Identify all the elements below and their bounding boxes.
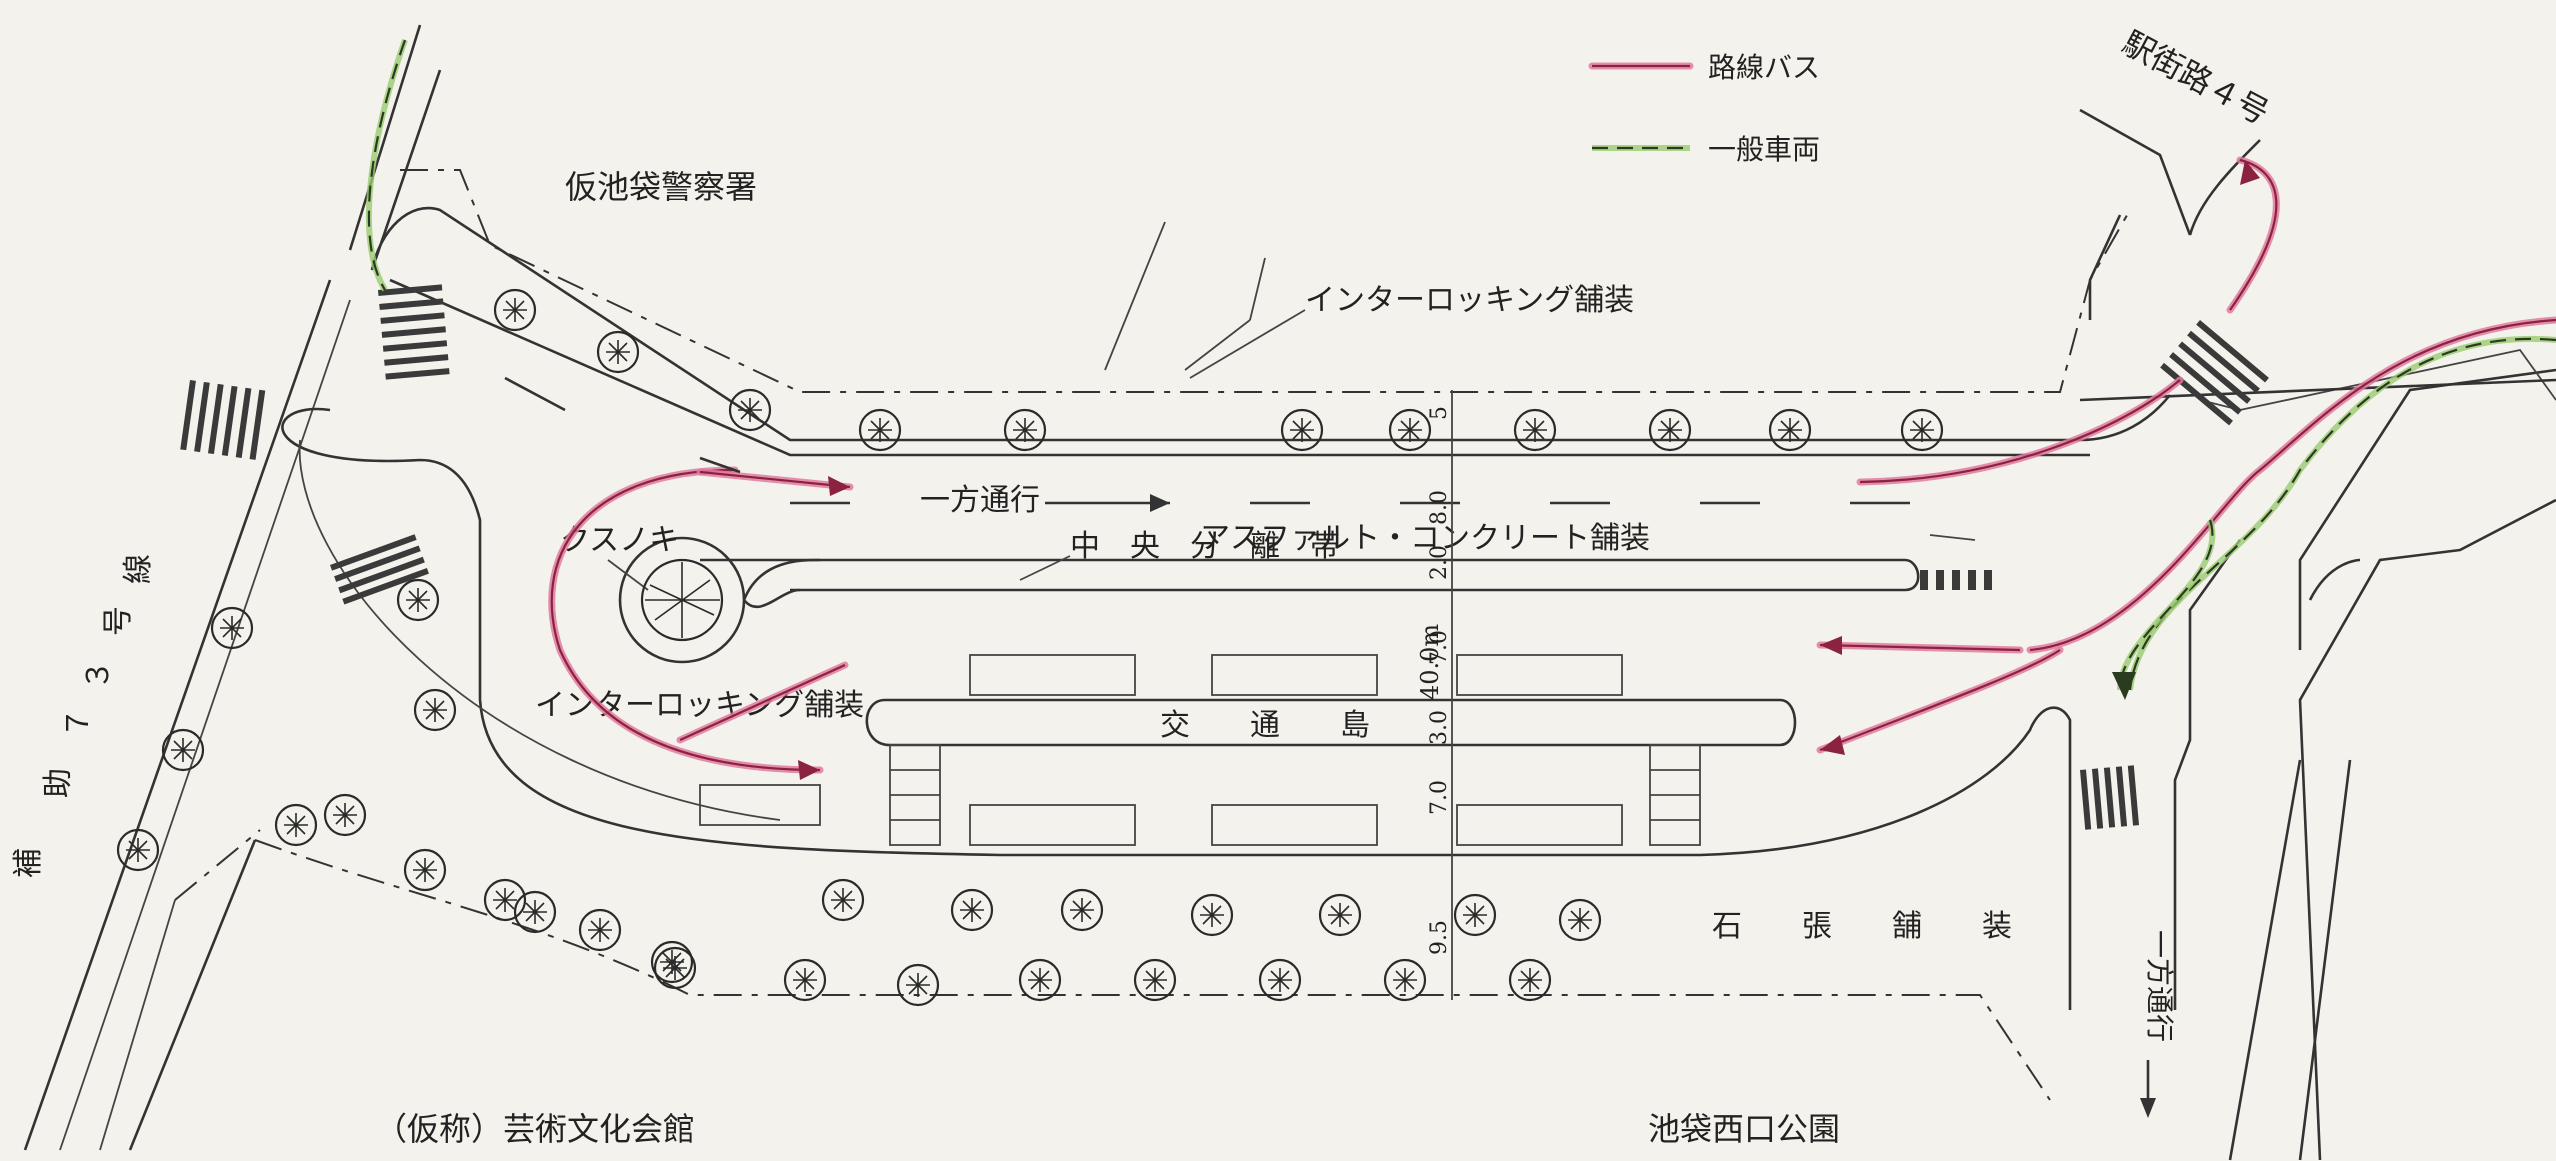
dim-4: 7.0 — [1427, 630, 1452, 665]
tree-icon — [1900, 408, 1944, 452]
stone-paving-label: 石 張 舗 装 — [1712, 909, 2012, 944]
tree-icon — [210, 606, 254, 650]
general-vehicle-lines — [365, 39, 2556, 691]
tree-icon — [1280, 408, 1324, 452]
tree-icon — [396, 578, 440, 622]
route73-char-2: 助 — [41, 768, 76, 798]
tree-icon — [728, 388, 772, 432]
crosswalks — [180, 284, 2269, 830]
kusunoki-planter — [618, 536, 821, 664]
plaza-curbs — [254, 108, 2556, 1161]
tree-icon — [896, 963, 940, 1007]
bus-route-lines — [548, 156, 2556, 774]
oneway-main-label: 一方通行 — [920, 483, 1040, 518]
tree-icon — [596, 330, 640, 374]
route73-char-5: 号 — [101, 606, 136, 636]
dim-2: 8.0 — [1427, 490, 1452, 525]
tree-icon — [1513, 408, 1557, 452]
median-label: 中 央 分 離 帯 — [1070, 529, 1340, 564]
tree-icon — [650, 940, 694, 984]
route73-label: 補 助 ７ ３ 号 線 — [11, 554, 156, 878]
general-vehicle-arrowhead — [2112, 672, 2136, 700]
tree-icon — [783, 958, 827, 1002]
tree-icon — [493, 288, 537, 332]
interlocking-top-leader — [1104, 221, 1306, 379]
dim-7: 9.5 — [1427, 920, 1452, 955]
police-station-label: 仮池袋警察署 — [565, 168, 757, 206]
asphalt-leader — [1929, 534, 1976, 541]
tree-icon — [161, 728, 205, 772]
tree-icon — [858, 408, 902, 452]
legend-bus-label: 路線バス — [1708, 51, 1820, 84]
route73-char-3: ７ — [61, 708, 96, 738]
median-leader — [1019, 555, 1071, 581]
tree-icon — [821, 878, 865, 922]
ekigai-road-label: 駅街路４号 — [2116, 24, 2275, 133]
dim-1: 5 — [1427, 406, 1452, 420]
oneway-right-label: 一方通行 — [2143, 930, 2176, 1042]
dim-total: 40.0m — [1416, 624, 1444, 700]
interlocking-top-label: インターロッキング舗装 — [1305, 283, 1634, 318]
tree-icon — [1258, 958, 1302, 1002]
police-boundary — [400, 169, 2131, 393]
route73-char-1: 補 — [11, 848, 46, 878]
tree-icon — [1383, 958, 1427, 1002]
tree-icon — [1453, 893, 1497, 937]
oneway-main-arrowhead — [1150, 494, 1170, 512]
left-oneway-arrow — [504, 376, 566, 412]
route73-char-4: ３ — [81, 660, 116, 690]
tree-icon — [950, 888, 994, 932]
tree-icon — [1003, 408, 1047, 452]
kusunoki-tree — [640, 558, 724, 642]
tree-icon — [653, 946, 697, 990]
tree-icon — [1388, 408, 1432, 452]
kusunoki-leader — [607, 559, 649, 591]
tree-icon — [483, 878, 527, 922]
tree-icon — [1648, 408, 1692, 452]
arts-center-label: （仮称）芸術文化会館 — [375, 1110, 695, 1148]
dim-5: 3.0 — [1427, 710, 1452, 745]
tree-icon — [1133, 958, 1177, 1002]
legend: 路線バス 一般車両 — [1588, 51, 1820, 166]
dimension-line: 40.0m 5 8.0 2.0 7.0 3.0 7.0 9.5 — [1416, 390, 1453, 1000]
tree-icon — [513, 890, 557, 934]
tree-icon — [413, 688, 457, 732]
route73-char-6: 線 — [121, 554, 156, 584]
tree-icon — [1190, 893, 1234, 937]
trees — [116, 288, 1944, 1007]
west-park-label: 池袋西口公園 — [1648, 1110, 1840, 1148]
tree-icon — [323, 793, 367, 837]
tree-icon — [1318, 893, 1362, 937]
bus-route-arrowheads — [798, 160, 2260, 780]
tree-icon — [1018, 958, 1062, 1002]
left-oneway-arrow-2 — [699, 456, 741, 474]
traffic-island — [865, 698, 1797, 846]
legend-general-label: 一般車両 — [1708, 133, 1820, 166]
dim-6: 7.0 — [1427, 780, 1452, 815]
tree-icon — [403, 848, 447, 892]
tree-icon — [1558, 898, 1602, 942]
dim-3: 2.0 — [1427, 545, 1452, 580]
tree-icon — [274, 803, 318, 847]
tree-icon — [578, 908, 622, 952]
oneway-right-arrowhead — [2140, 1098, 2156, 1118]
tree-icon — [116, 828, 160, 872]
tree-icon — [1508, 958, 1552, 1002]
tree-icon — [1060, 888, 1104, 932]
island-label: 交 通 島 — [1160, 708, 1370, 743]
bus-shelters — [699, 654, 1623, 846]
tree-icon — [1768, 408, 1812, 452]
asphalt-label: アスファルト・コンクリート舗装 — [1200, 521, 1650, 556]
